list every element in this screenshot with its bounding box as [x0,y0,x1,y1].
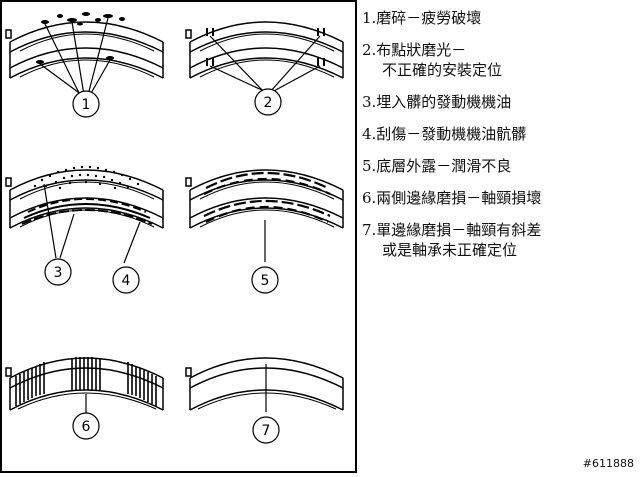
legend-item-5: 5.底層外露－潤滑不良 [362,157,512,175]
arrows-1 [39,17,111,96]
legend: 1.磨碎－疲勞破壞 2.布點狀磨光－ 不正確的安裝定位 3.埋入髒的發動機機油 … [362,8,632,272]
legend-item-2-continued: 不正確的安裝定位 [382,61,503,79]
bearing-6 [5,357,164,411]
figure-number: #611888 [582,457,634,470]
legend-item-1: 1.磨碎－疲勞破壞 [362,9,482,27]
bearing-2 [185,21,344,79]
bearing-7 [185,357,344,411]
legend-item-6: 6.兩側邊緣磨損－軸頸損壞 [362,189,542,207]
scratches-4 [21,198,153,225]
callout-label-3: 3 [54,265,63,281]
callout-label-6: 6 [82,419,91,435]
callout-2: 2 [254,88,282,116]
legend-item-4: 4.刮傷－發動機機油骯髒 [362,125,527,143]
legend-item-3: 3.埋入髒的發動機機油 [362,93,512,111]
callout-label-7: 7 [262,423,271,439]
legend-item-2: 2.布點狀磨光－ [362,41,467,59]
callout-5: 5 [251,266,279,294]
edge-wear-6 [15,357,157,406]
arrows-3-4 [43,183,141,264]
callout-6: 6 [72,412,100,440]
legend-item-7-continued: 或是軸承未正確定位 [382,241,518,259]
diagram-frame [0,0,357,473]
marks-2 [206,28,325,66]
callout-1: 1 [72,90,100,118]
callout-3: 3 [44,258,72,286]
callout-label-5: 5 [261,273,270,289]
legend-item-7: 7.單邊緣磨損－軸頸有斜差 [362,221,542,239]
callout-label-2: 2 [264,95,273,111]
spots-1 [36,12,125,64]
bearing-1 [5,21,164,79]
callout-label-4: 4 [122,273,131,289]
dirt-particles-3 [33,165,140,190]
arrows-2 [209,35,321,93]
exposed-layer-5 [203,171,331,223]
callout-7: 7 [252,416,280,444]
callout-label-1: 1 [82,97,91,113]
callout-4: 4 [112,266,140,294]
